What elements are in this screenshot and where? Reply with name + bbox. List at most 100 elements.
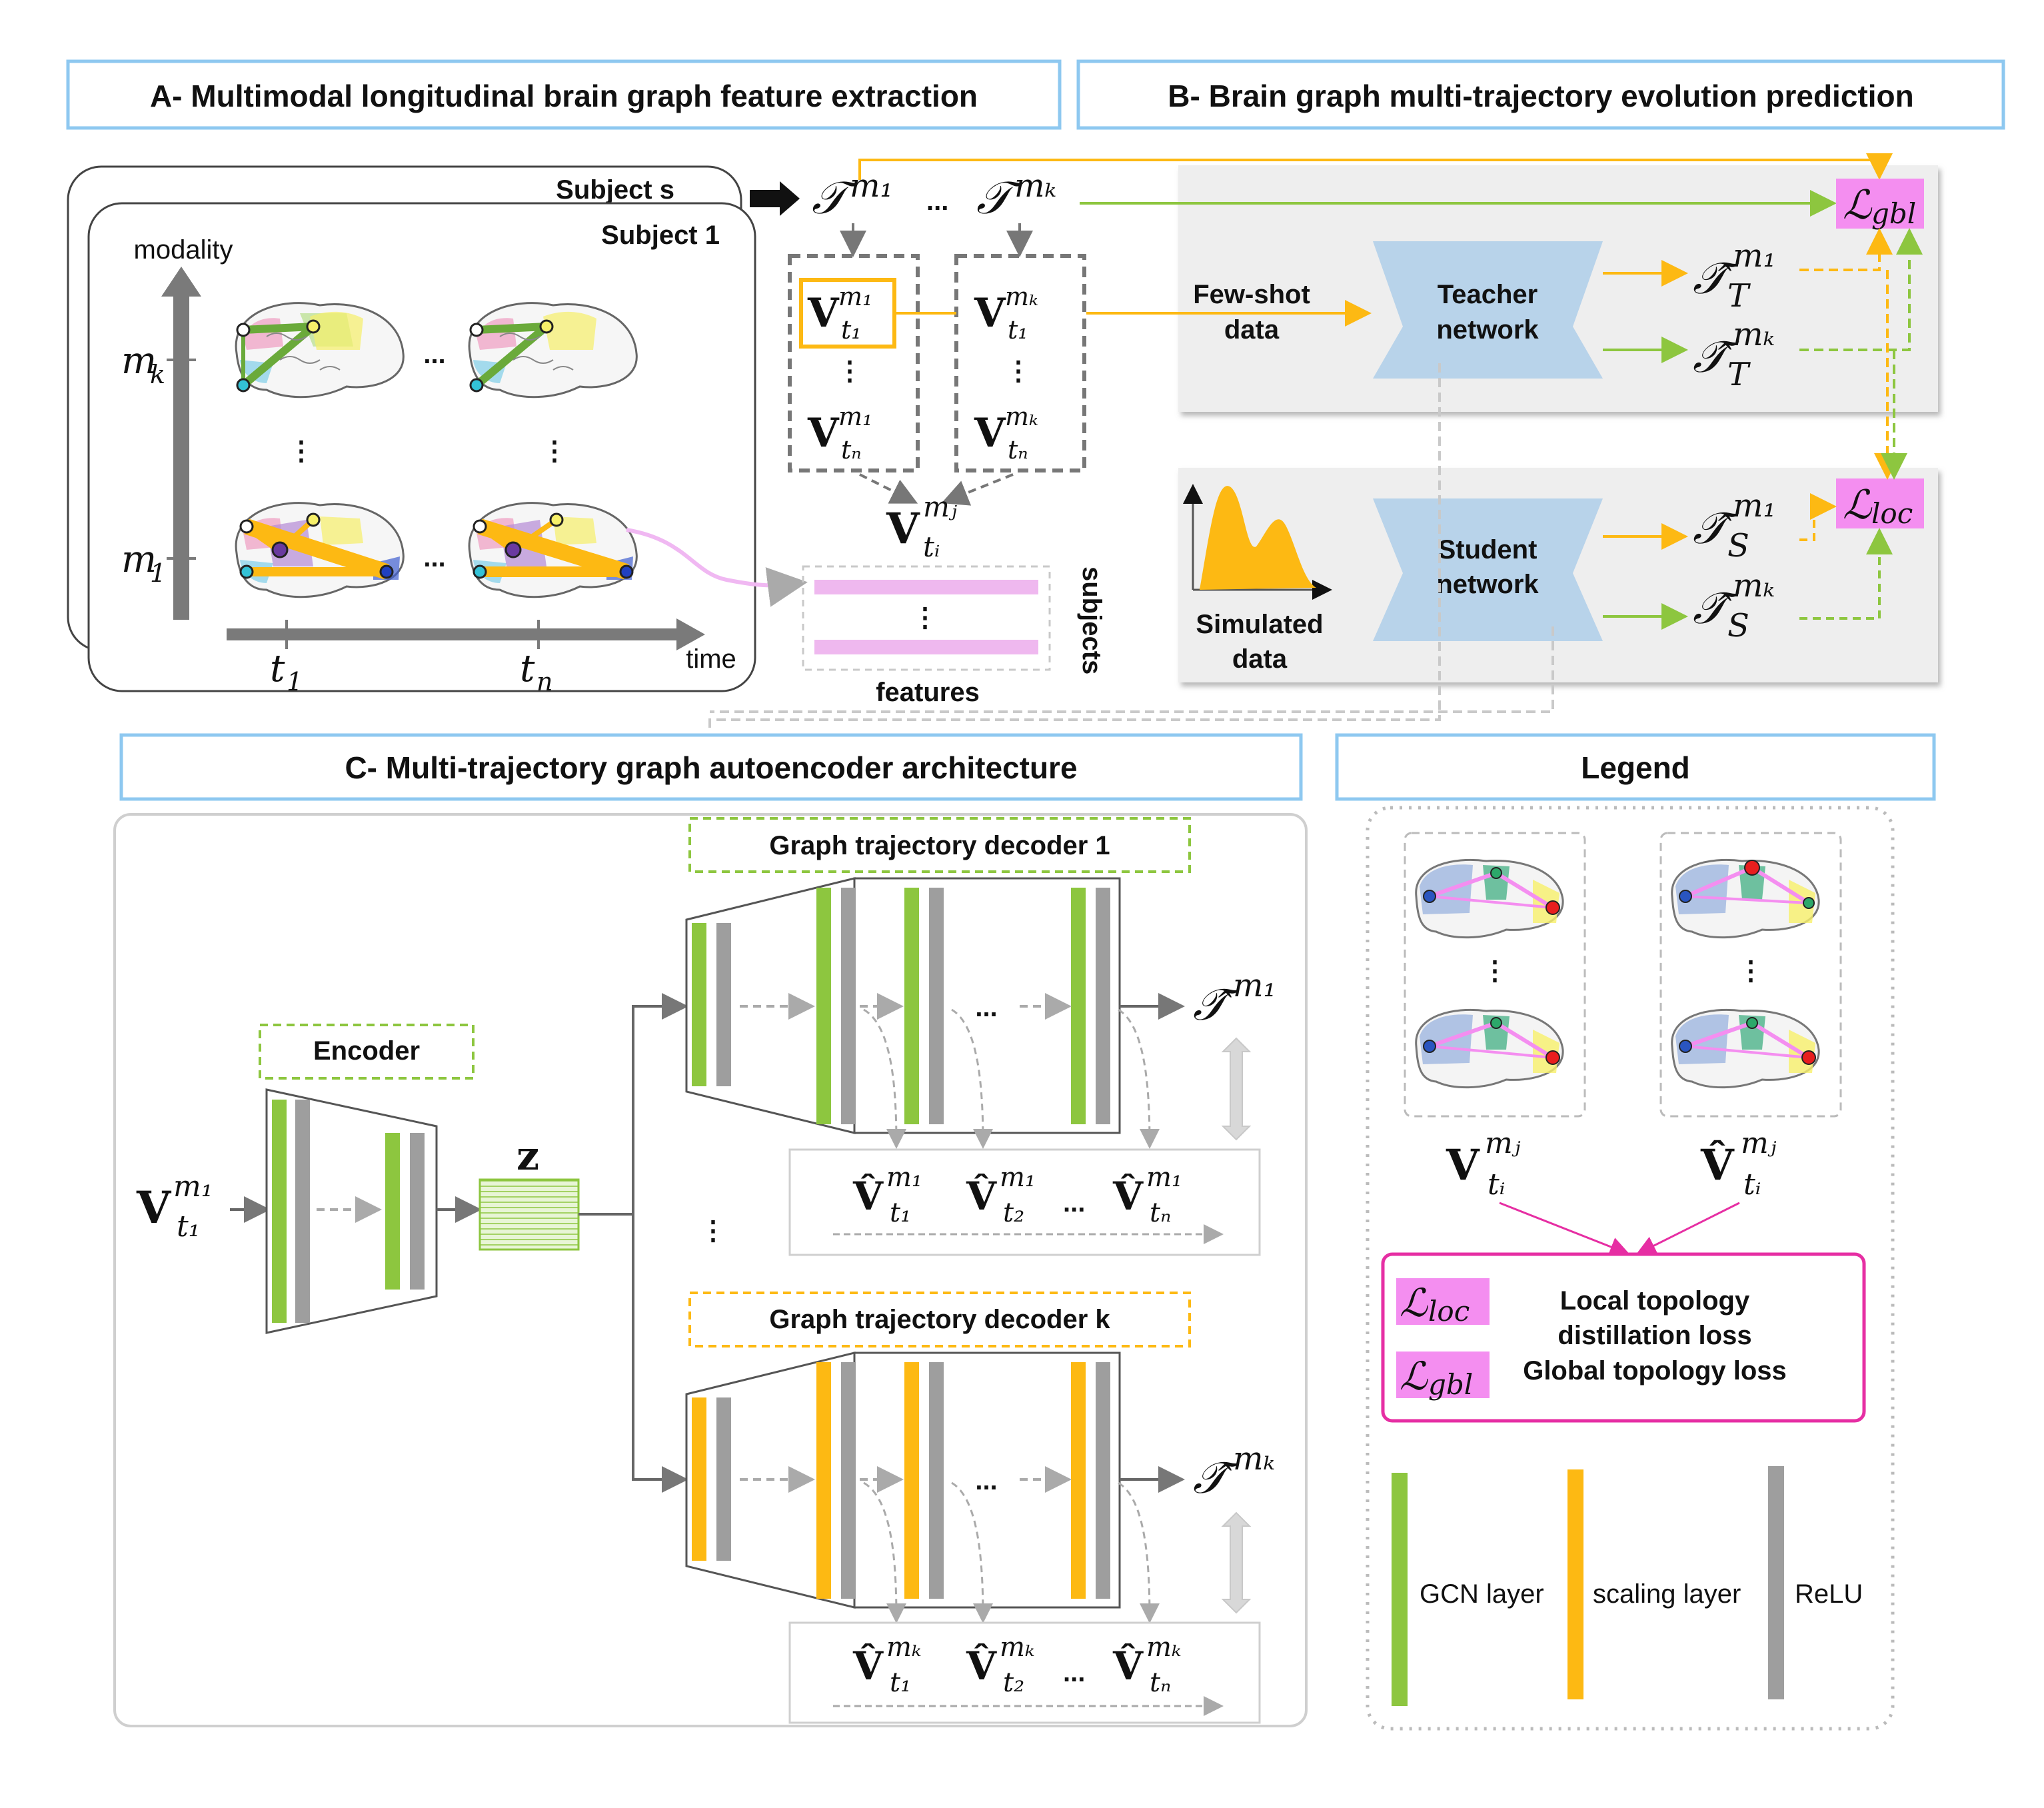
legend-loss-loc-sub: loc xyxy=(1428,1295,1470,1328)
tn-label: t xyxy=(520,647,535,690)
tau-hat-T-m1-sub: T xyxy=(1727,277,1751,315)
decoder-1-gcn-n xyxy=(1071,888,1086,1124)
legend-title: Legend xyxy=(1581,750,1690,785)
outk-vhat-t1-sup: mₖ xyxy=(886,1632,922,1663)
out1-vhat-t1-sub: t₁ xyxy=(890,1198,911,1228)
legend-loss-gbl-sub: gbl xyxy=(1428,1368,1473,1401)
legend-loss-box xyxy=(1381,1252,1866,1423)
modality-axis-arrowhead xyxy=(161,267,201,297)
student-network xyxy=(1373,498,1603,641)
v-mk-t1: V xyxy=(974,290,1006,337)
decoder-1-relu-in xyxy=(716,923,731,1086)
legend-local-label-1: Local topology xyxy=(1560,1286,1750,1316)
few-shot-label-1: Few-shot xyxy=(1193,280,1310,309)
legend-gcn-swatch xyxy=(1392,1473,1408,1706)
brain-mk-t1 xyxy=(235,302,405,399)
brain-mk-tn xyxy=(468,302,638,399)
decoder-k-relu-2 xyxy=(929,1362,944,1599)
time-axis-arrowhead xyxy=(676,618,705,650)
decoder-1-gcn-1 xyxy=(816,888,831,1124)
t1-label: t xyxy=(270,647,285,690)
latent-z xyxy=(479,1178,580,1251)
out-tau-m1-sup: m₁ xyxy=(1233,967,1276,1004)
section-c-title: C- Multi-trajectory graph autoencoder ar… xyxy=(345,750,1077,785)
tau-hat-S-mk-sub: S xyxy=(1727,607,1749,644)
subject-1-label: Subject 1 xyxy=(601,221,720,250)
legend-predicted-graph-box xyxy=(1659,832,1842,1118)
input-v-sub: t₁ xyxy=(177,1210,200,1244)
feature-matrix: ⋮ features subjects xyxy=(802,565,1106,707)
teacher-label-1: Teacher xyxy=(1438,280,1537,309)
decoder-k-scale-in xyxy=(692,1397,706,1561)
v-mk-t1-sup: mₖ xyxy=(1005,282,1038,311)
feature-matrix-vdots: ⋮ xyxy=(912,603,938,632)
legend-loss-loc-swatch xyxy=(1396,1278,1490,1325)
tau-hat-T-mk-sup: mₖ xyxy=(1733,316,1775,353)
outk-ellipsis: ... xyxy=(1063,1658,1085,1687)
legend-v-true-sup: mⱼ xyxy=(1485,1126,1521,1160)
v-mj-ti-sub: tᵢ xyxy=(923,530,940,563)
out1-vhat-t2: V̂ xyxy=(966,1173,997,1219)
decoder-k-ellipsis: ... xyxy=(975,1466,997,1495)
decoder-k-relu-in xyxy=(716,1397,731,1561)
modality-m1-snapshot-box xyxy=(788,254,920,472)
decoder-1-output-sequence xyxy=(788,1148,1261,1256)
decoder-vdots: ⋮ xyxy=(700,1216,726,1246)
decoder-1-gcn-in xyxy=(692,923,706,1086)
out1-vhat-t1: V̂ xyxy=(852,1173,884,1219)
input-v-sup: m₁ xyxy=(173,1170,213,1204)
brain-m1-t1 xyxy=(235,502,405,598)
v-mk-tn: V xyxy=(974,410,1006,456)
loss-loc-symbol: ℒ xyxy=(1843,482,1873,528)
panel-a: Subject s Subject 1 modality m k m 1 tim… xyxy=(67,165,808,696)
legend-loss-gbl-symbol: ℒ xyxy=(1400,1354,1428,1399)
outk-vhat-t1: V̂ xyxy=(852,1643,884,1689)
panel-b: Few-shot data Teacher network 𝒯̂ m₁ T 𝒯̂… xyxy=(708,153,1938,733)
input-v: V xyxy=(136,1182,172,1234)
decoder-1-label-box xyxy=(688,817,1191,873)
modality-axis-label: modality xyxy=(134,235,233,265)
loss-gbl-sub: gbl xyxy=(1871,197,1916,230)
section-a-title: A- Multimodal longitudinal brain graph f… xyxy=(150,79,978,113)
tau-ellipsis: ... xyxy=(926,187,948,216)
section-b-title: B- Brain graph multi-trajectory evolutio… xyxy=(1168,79,1913,113)
loss-loc-box xyxy=(1836,478,1924,528)
tau-hat-S-m1-sup: m₁ xyxy=(1733,487,1776,524)
outk-vhat-t2-sub: t₂ xyxy=(1003,1667,1024,1698)
legend-v-true: V xyxy=(1446,1140,1480,1190)
v-mk-tn-sub: tₙ xyxy=(1008,435,1028,464)
decoder-1-label: Graph trajectory decoder 1 xyxy=(769,831,1110,860)
legend-scaling-label: scaling layer xyxy=(1593,1579,1741,1609)
out1-vhat-tn-sup: m₁ xyxy=(1146,1162,1182,1193)
out1-vhat-t1-sup: m₁ xyxy=(886,1162,922,1193)
few-shot-label-2: data xyxy=(1224,315,1280,345)
brain-row-mk-ellipsis: ... xyxy=(423,340,445,369)
section-a-header: A- Multimodal longitudinal brain graph f… xyxy=(66,59,1062,130)
encoder-label: Encoder xyxy=(313,1036,420,1066)
loss-loc-sub: loc xyxy=(1871,497,1913,530)
m1-snapshot-vdots: ⋮ xyxy=(836,357,863,386)
brain-m1-tn xyxy=(468,502,638,598)
tau-m1-sup: m₁ xyxy=(850,167,893,205)
encoder-relu-1 xyxy=(295,1100,310,1323)
loss-gbl-box xyxy=(1836,179,1924,229)
legend-global-label: Global topology loss xyxy=(1523,1356,1787,1385)
teacher-label-2: network xyxy=(1436,315,1539,345)
simulated-label-2: data xyxy=(1232,644,1288,674)
outk-vhat-tn-sup: mₖ xyxy=(1146,1632,1182,1663)
latent-z-label: z xyxy=(516,1133,539,1180)
outk-vhat-t2-sup: mₖ xyxy=(1000,1632,1035,1663)
out1-vhat-t2-sub: t₂ xyxy=(1003,1198,1024,1228)
legend-loss-gbl-swatch xyxy=(1396,1352,1490,1398)
modality-mk-snapshot-box xyxy=(954,254,1086,472)
legend-brain-true-bottom xyxy=(1415,1008,1564,1089)
v-m1-t1-sup: m₁ xyxy=(838,282,872,311)
v-m1-tn-sub: tₙ xyxy=(841,435,862,464)
mk-label-sub: k xyxy=(150,360,165,389)
out1-vhat-t2-sup: m₁ xyxy=(1000,1162,1036,1193)
outk-vhat-tn-sub: tₙ xyxy=(1150,1667,1171,1698)
legend-brain-pred-bottom xyxy=(1671,1008,1820,1089)
v-m1-t1: V xyxy=(807,290,840,337)
brain-row-m1-ellipsis: ... xyxy=(423,543,445,572)
simulated-label-1: Simulated xyxy=(1196,610,1323,639)
